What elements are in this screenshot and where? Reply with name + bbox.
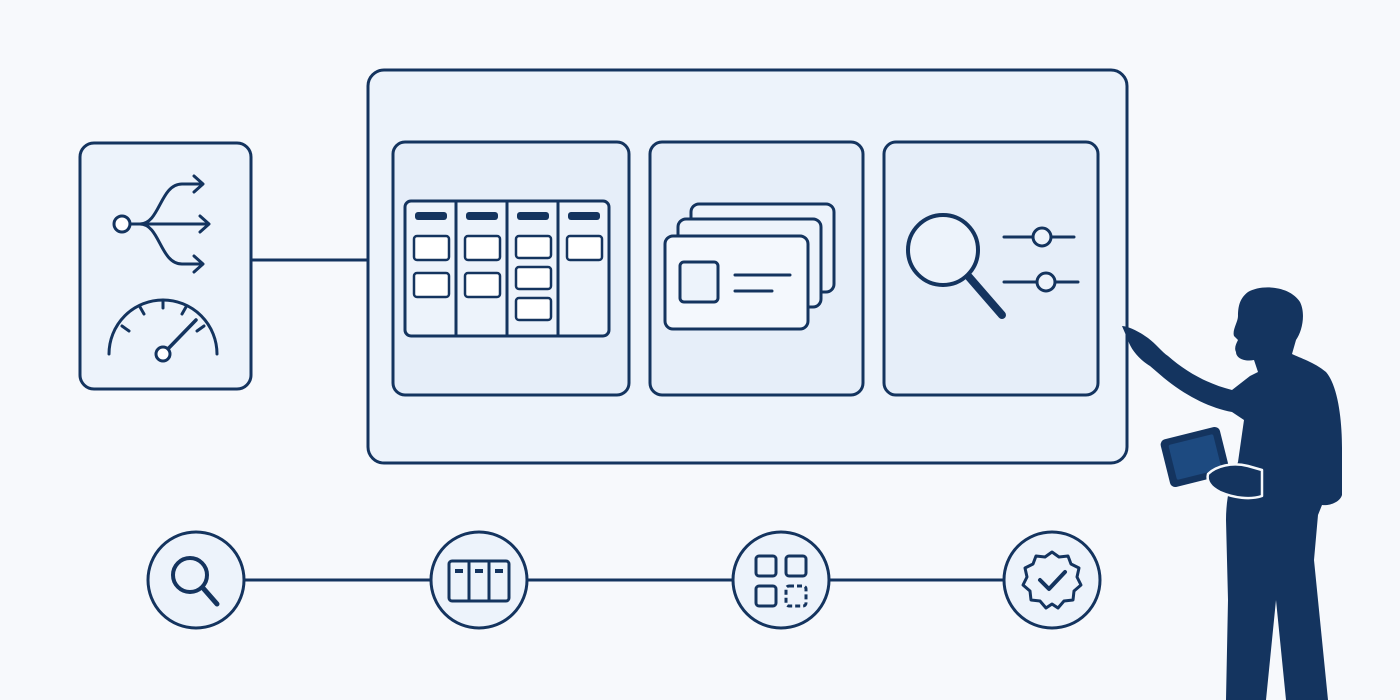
- timeline: [146, 530, 1102, 630]
- stacked-cards-icon: [663, 202, 836, 331]
- presenter-with-tablet-icon: [1122, 287, 1342, 700]
- search-icon: [171, 556, 220, 607]
- timeline-step-search[interactable]: [146, 530, 246, 630]
- timeline-step-verified[interactable]: [1002, 530, 1102, 630]
- left-card: [78, 141, 253, 391]
- timeline-step-grid[interactable]: [731, 530, 831, 630]
- kanban-tile[interactable]: [391, 140, 631, 397]
- branching-arrows-icon: [112, 174, 211, 274]
- main-panel: [366, 68, 1129, 465]
- search-filter-icon: [906, 213, 1080, 319]
- verified-badge-icon: [1021, 550, 1083, 610]
- grid-dashed-icon: [754, 554, 808, 608]
- timeline-step-board[interactable]: [429, 530, 529, 630]
- kanban-board-icon: [403, 199, 611, 338]
- kanban-columns-icon: [447, 559, 511, 603]
- speedometer-gauge-icon: [107, 298, 219, 363]
- search-filter-tile[interactable]: [882, 140, 1100, 397]
- hand: [1206, 463, 1264, 500]
- stacked-cards-tile[interactable]: [648, 140, 865, 397]
